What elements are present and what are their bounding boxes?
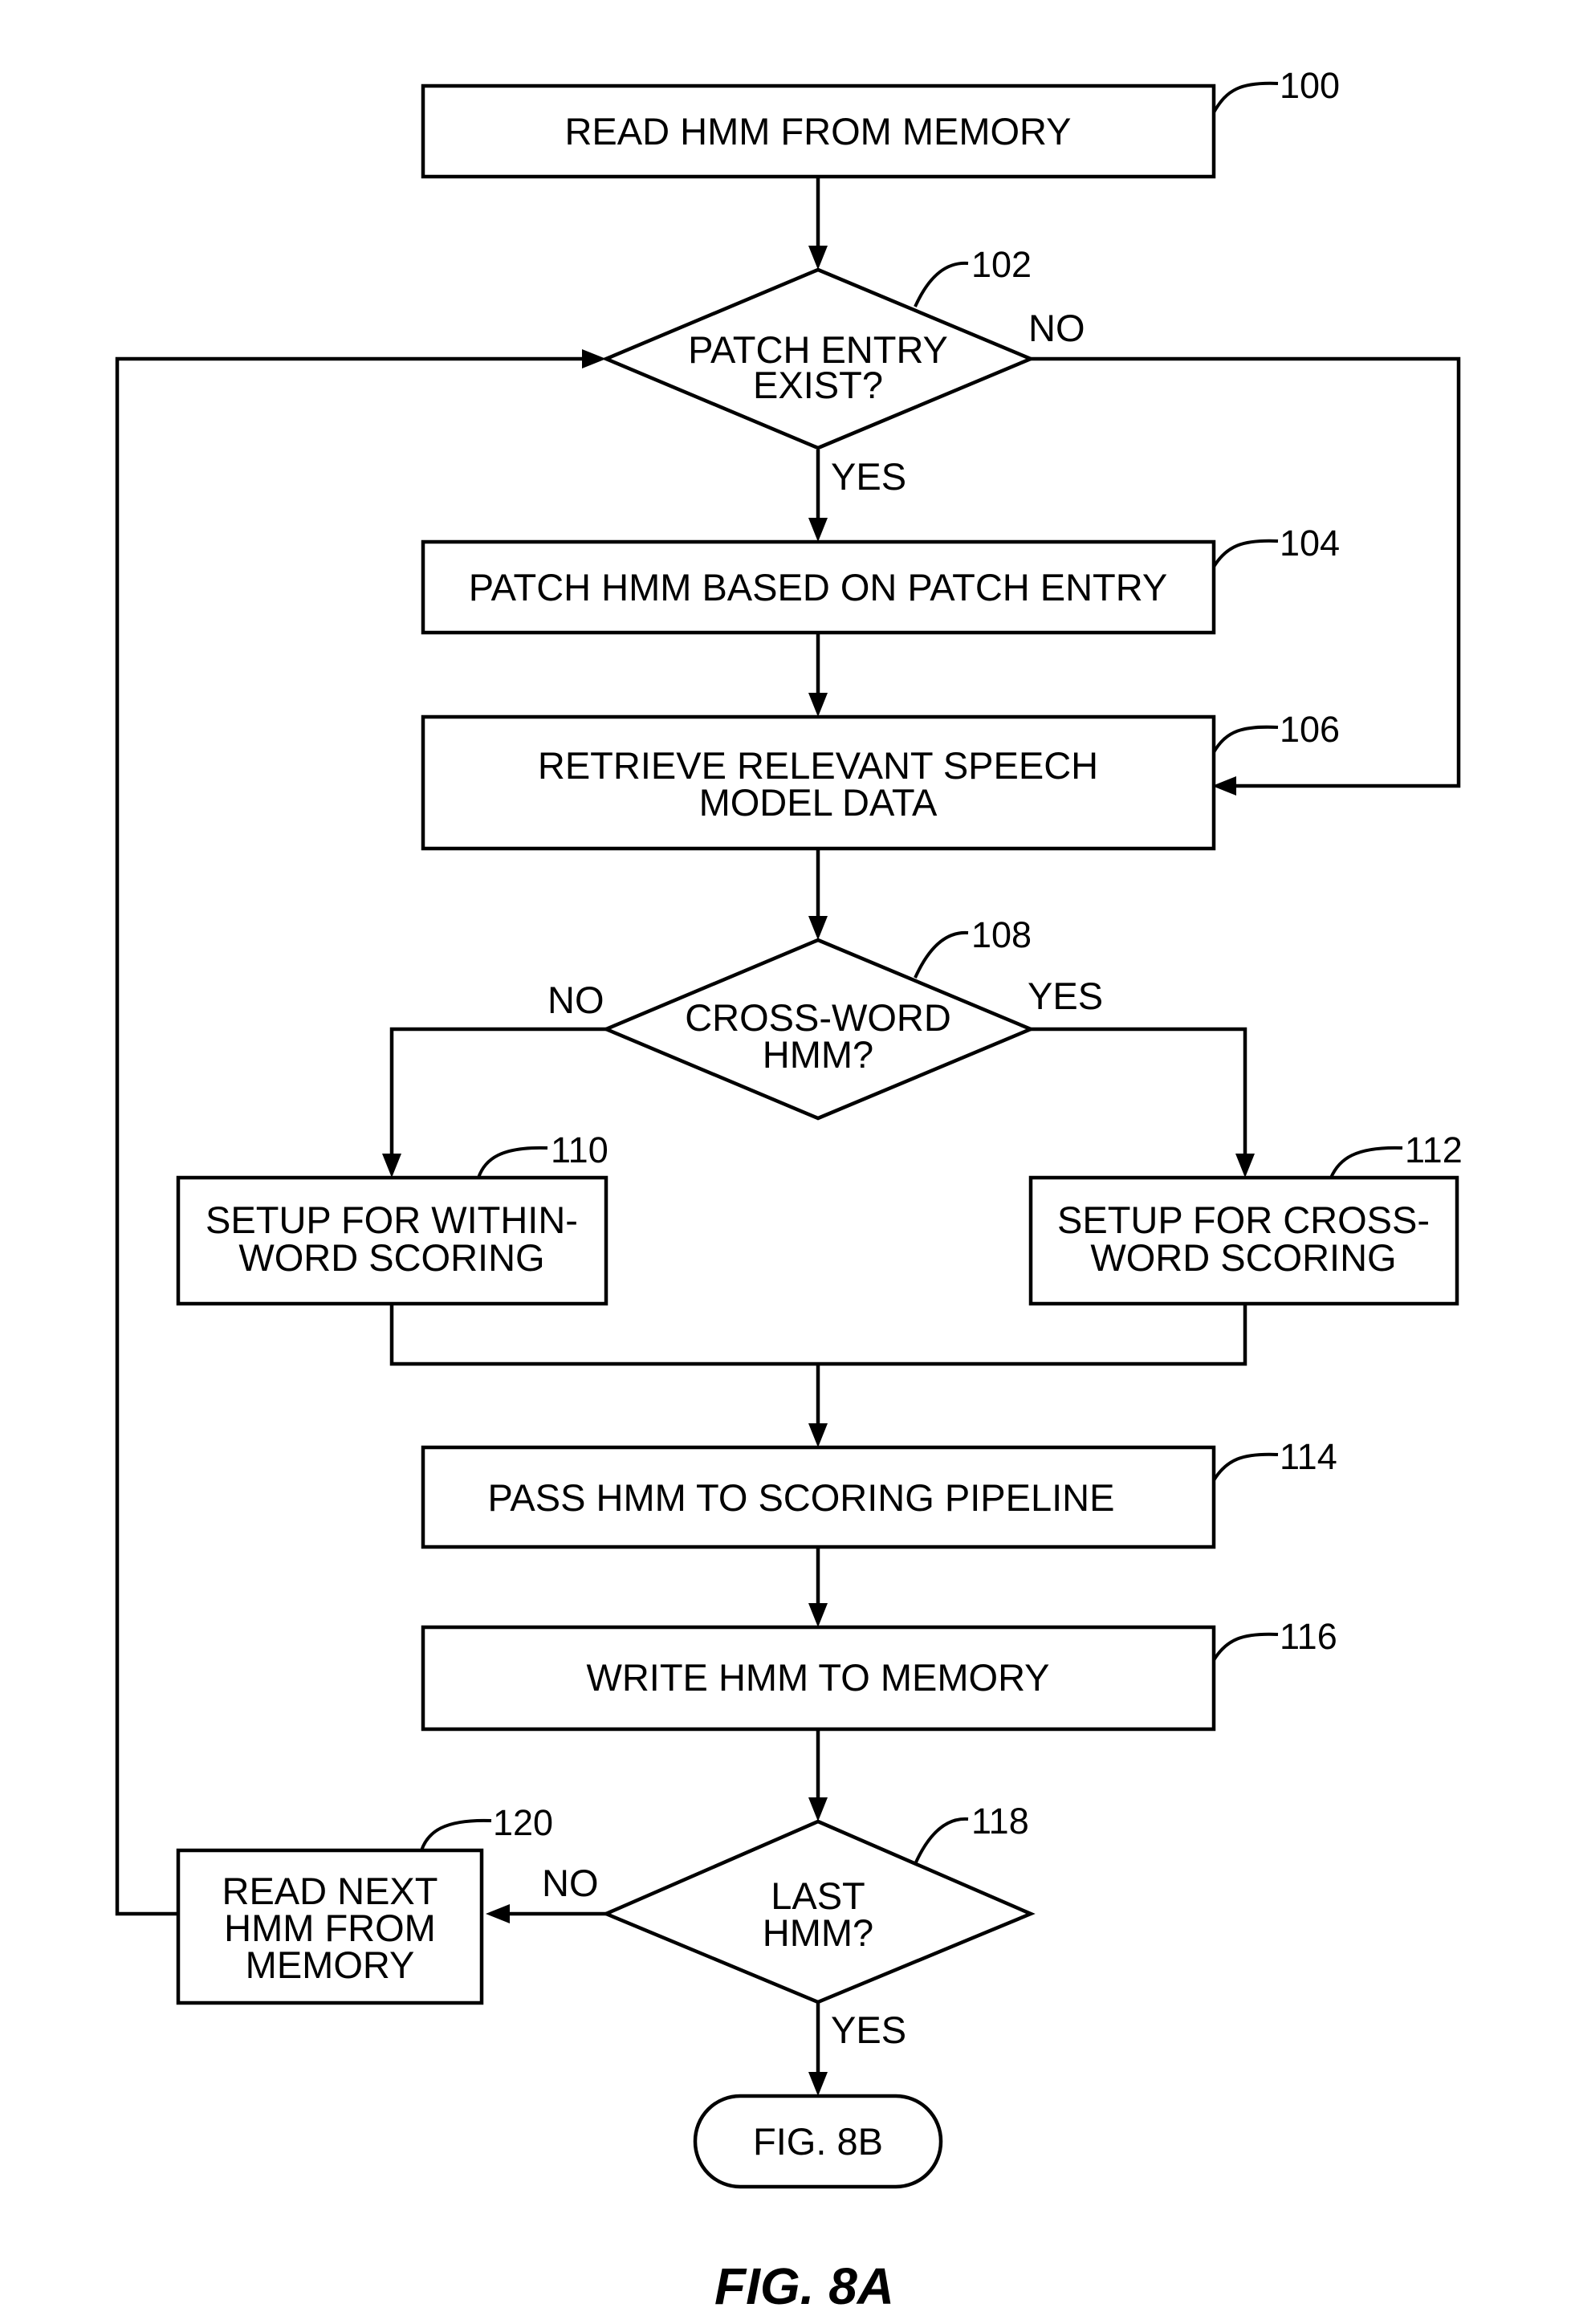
reference-numbers: 100 102 104 106 108 110 112 114 116 118 … <box>493 65 1463 1843</box>
node-116-text: WRITE HMM TO MEMORY <box>586 1656 1049 1699</box>
leader-118 <box>915 1819 968 1864</box>
arrowhead <box>808 1797 828 1821</box>
node-118-text-line2: HMM? <box>763 1911 873 1954</box>
leader-108 <box>915 933 968 978</box>
leader-120 <box>421 1821 491 1850</box>
arrowhead <box>808 2072 828 2096</box>
node-110-text-line1: SETUP FOR WITHIN- <box>206 1199 578 1241</box>
terminal-text: FIG. 8B <box>753 2120 883 2163</box>
arrowhead <box>808 518 828 542</box>
arrowhead <box>1235 1154 1255 1178</box>
ref-118: 118 <box>971 1801 1029 1842</box>
figure-caption: FIG. 8A <box>714 2257 894 2315</box>
edge-label-118-no: NO <box>542 1862 599 1904</box>
edge-label-108-no: NO <box>547 979 604 1021</box>
ref-114: 114 <box>1280 1436 1337 1477</box>
leader-116 <box>1214 1634 1278 1660</box>
node-106-text-line2: MODEL DATA <box>699 781 938 824</box>
connectors <box>117 177 1459 2076</box>
node-120-text-line3: MEMORY <box>246 1943 415 1986</box>
edge-label-108-yes: YES <box>1028 975 1103 1017</box>
node-112-text-line2: WORD SCORING <box>1090 1236 1396 1279</box>
leader-106 <box>1214 727 1278 752</box>
leader-100 <box>1214 83 1278 112</box>
node-114-text: PASS HMM TO SCORING PIPELINE <box>488 1476 1115 1519</box>
ref-100: 100 <box>1280 65 1340 106</box>
arrowhead <box>808 916 828 940</box>
arrowhead <box>808 693 828 717</box>
ref-120: 120 <box>493 1802 553 1843</box>
edge-label-102-yes: YES <box>831 455 906 498</box>
ref-104: 104 <box>1280 523 1340 564</box>
ref-108: 108 <box>971 914 1032 955</box>
edge-label-118-yes: YES <box>831 2009 906 2051</box>
node-110-text-line2: WORD SCORING <box>238 1236 544 1279</box>
ref-106: 106 <box>1280 709 1340 750</box>
node-104-text: PATCH HMM BASED ON PATCH ENTRY <box>469 566 1167 608</box>
leader-104 <box>1214 541 1278 567</box>
leader-102 <box>915 263 968 307</box>
arrowhead <box>382 1154 401 1178</box>
ref-112: 112 <box>1405 1129 1463 1170</box>
arrowhead <box>486 1904 510 1923</box>
ref-116: 116 <box>1280 1616 1337 1657</box>
leader-114 <box>1214 1455 1278 1480</box>
node-100-text: READ HMM FROM MEMORY <box>564 110 1071 153</box>
ref-110: 110 <box>551 1129 608 1170</box>
edge-108-yes-to-112 <box>1031 1029 1245 1158</box>
leader-112 <box>1331 1148 1402 1178</box>
node-112-text-line1: SETUP FOR CROSS- <box>1057 1199 1430 1241</box>
ref-102: 102 <box>971 244 1032 285</box>
arrowhead <box>808 1603 828 1627</box>
edge-110-merge <box>392 1304 1245 1364</box>
leader-110 <box>478 1148 547 1178</box>
arrowhead <box>808 1423 828 1447</box>
arrowhead <box>808 246 828 270</box>
arrowhead <box>1212 776 1236 796</box>
node-102-text-line2: EXIST? <box>753 364 883 406</box>
edge-label-102-no: NO <box>1028 307 1085 349</box>
node-108-text-line2: HMM? <box>763 1033 873 1076</box>
